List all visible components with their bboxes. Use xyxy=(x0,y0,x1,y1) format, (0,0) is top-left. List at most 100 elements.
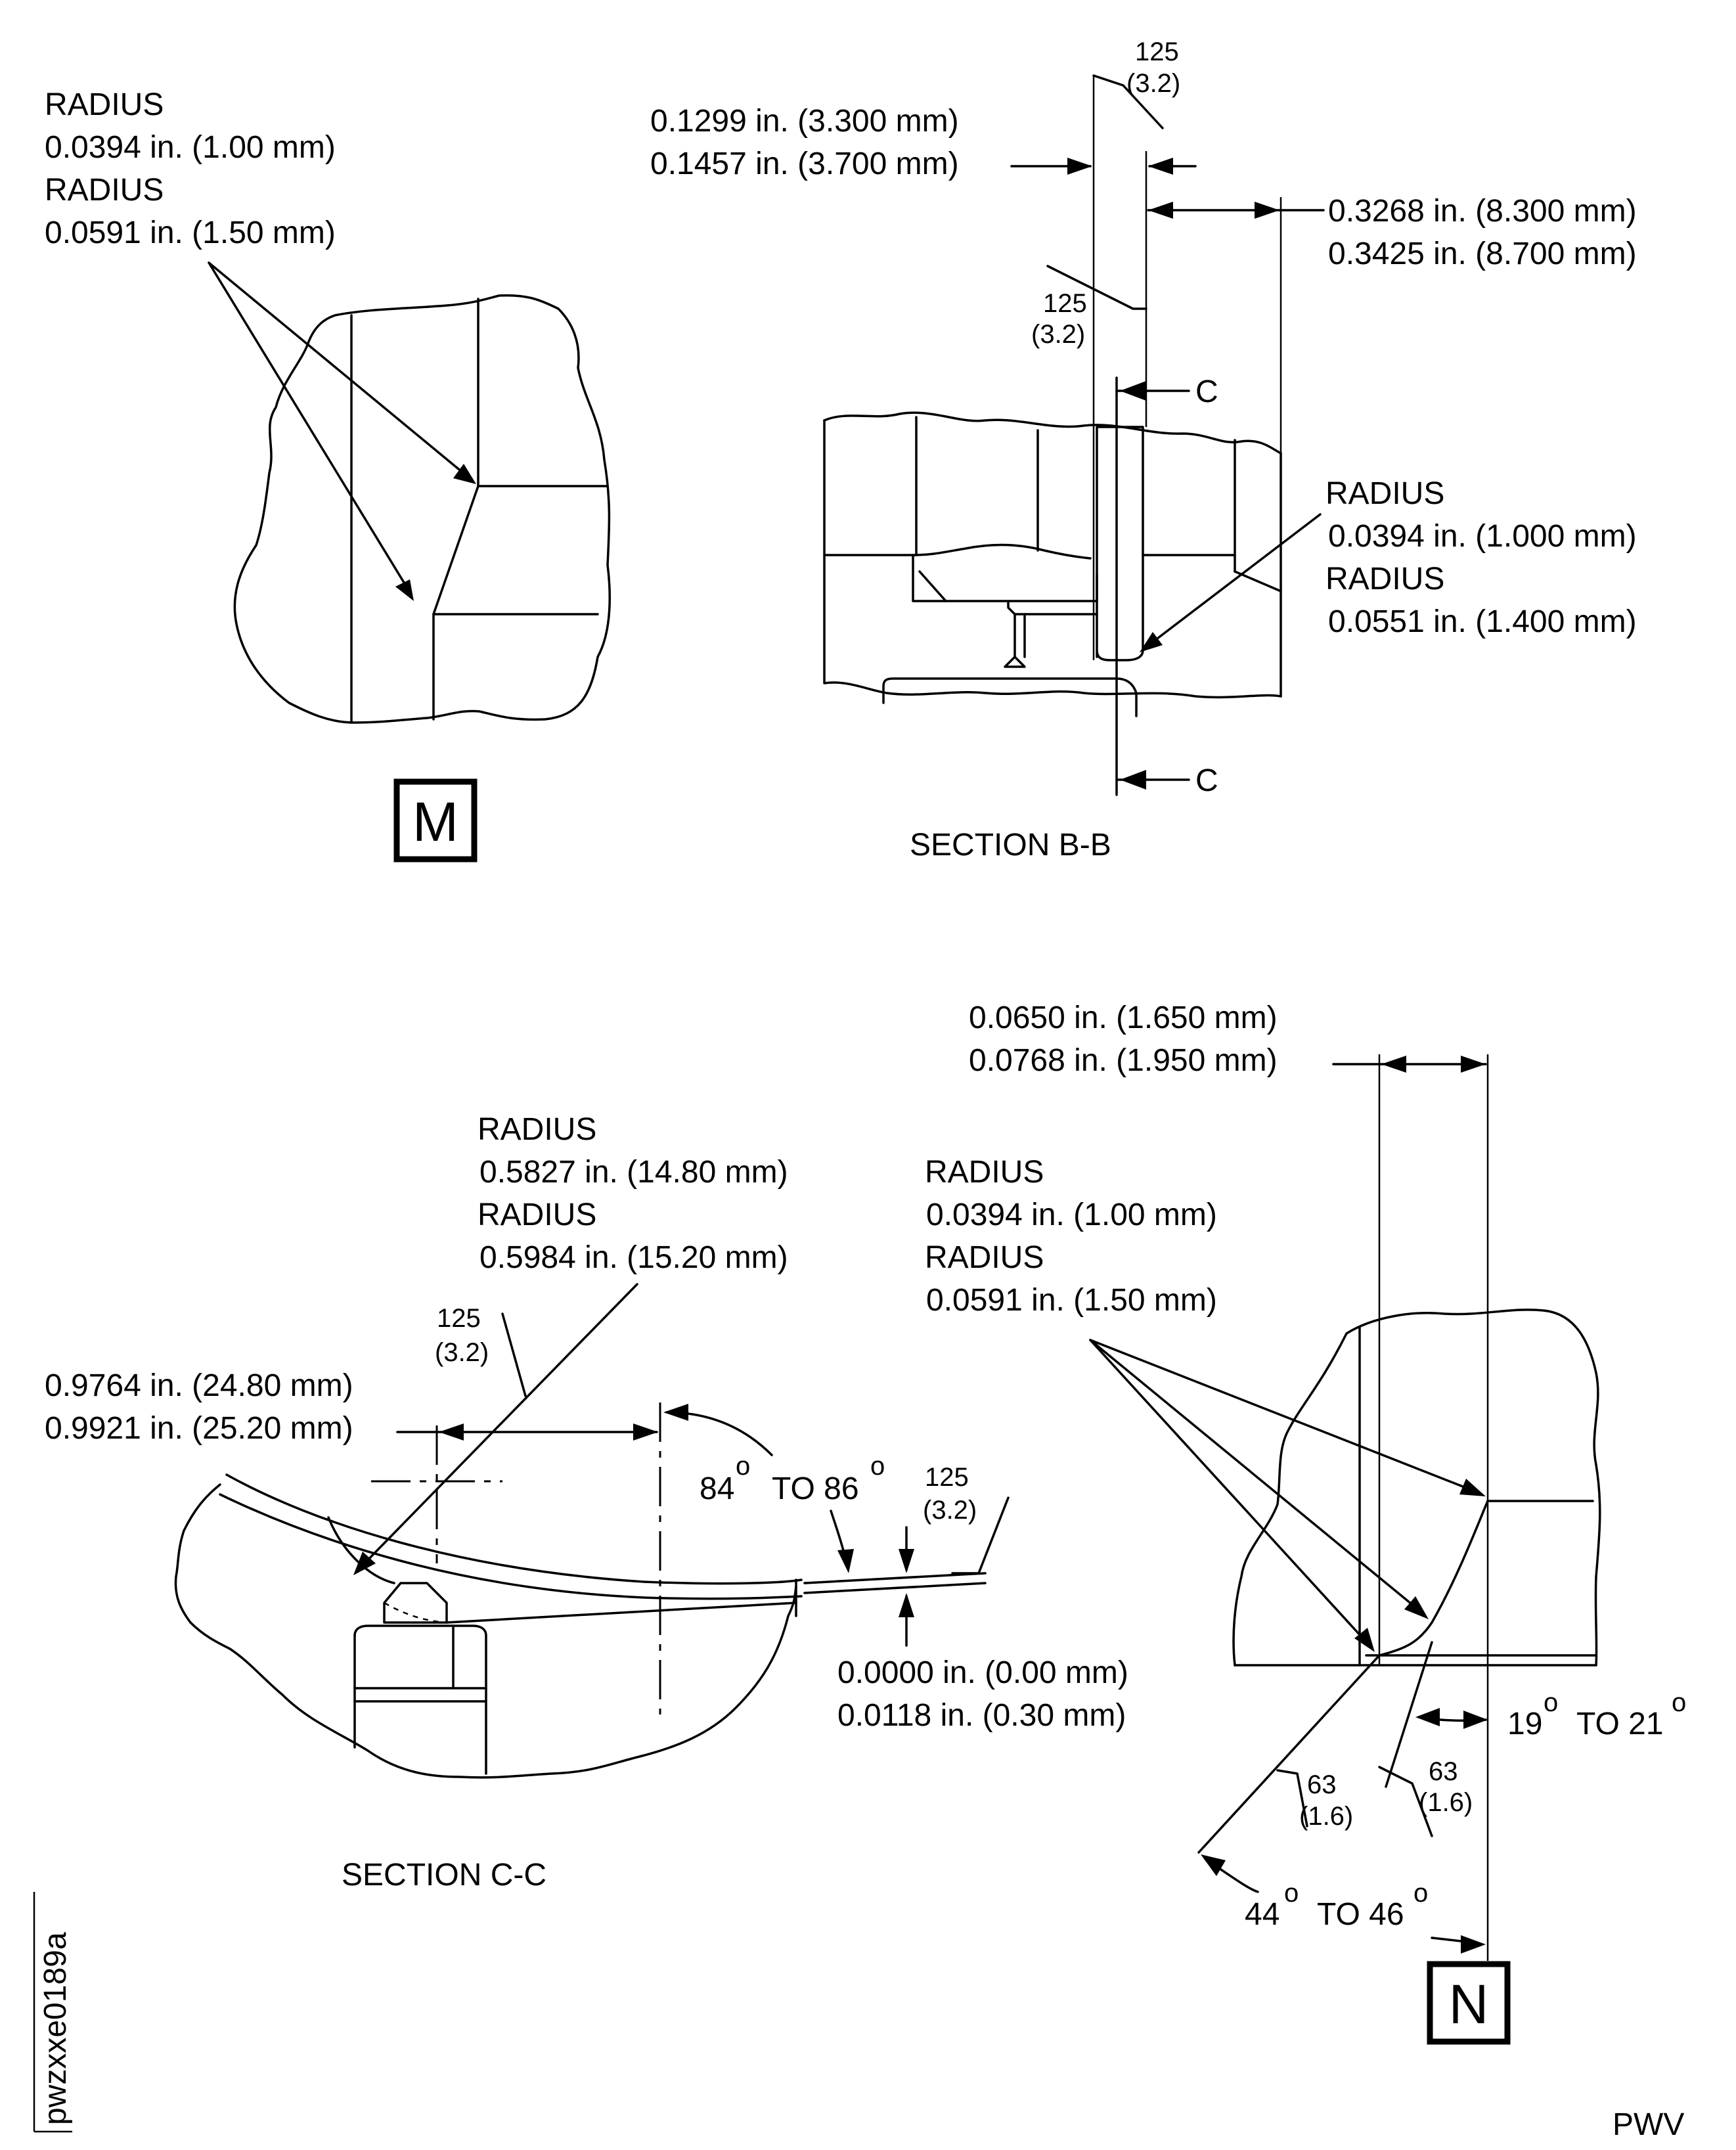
section-cc-finish-left-symbol xyxy=(501,1312,527,1397)
section-cc-lower-arc xyxy=(219,1493,803,1600)
section-cc-dashed-arc xyxy=(384,1601,447,1624)
section-bb-width-dim-2: 0.1457 in. (3.700 mm) xyxy=(650,146,959,181)
view-n-width-arrow-a xyxy=(1381,1056,1406,1073)
section-bb-lower-land xyxy=(882,677,1138,717)
view-m-chamfer xyxy=(432,485,479,616)
view-m-letter-box xyxy=(393,778,478,862)
view-n-angle-large-arrow-b xyxy=(1461,1935,1486,1954)
section-bb-web xyxy=(1004,600,1026,668)
view-n-finish-a-mm: (1.6) xyxy=(1299,1802,1353,1831)
section-bb-outline xyxy=(823,419,1282,699)
section-cc-angle-degree-2: o xyxy=(870,1452,885,1481)
section-cc-offset-dim-1: 0.9764 in. (24.80 mm) xyxy=(45,1368,353,1403)
view-n-letter: N xyxy=(1449,1973,1489,2035)
view-n-finish-b-value: 63 xyxy=(1429,1757,1458,1786)
section-bb-finish-mid-symbol xyxy=(1046,265,1147,310)
corner-code: PWV xyxy=(1613,2107,1684,2142)
section-bb-depth-dim-2: 0.3425 in. (8.700 mm) xyxy=(1328,236,1637,271)
view-n-letter-box xyxy=(1427,1961,1511,2045)
section-cc-radius-label-2: RADIUS xyxy=(478,1198,596,1232)
view-m-letter: M xyxy=(412,791,458,853)
section-cc-finish-right-symbol xyxy=(951,1496,1010,1575)
section-cc-upper-arc xyxy=(225,1473,803,1585)
figure-id: pwzxxe0189a xyxy=(38,1932,73,2125)
view-n-radius-leader-2 xyxy=(1089,1339,1423,1614)
section-bb-finish-top-mm: (3.2) xyxy=(1126,69,1180,98)
section-bb-finish-top-value: 125 xyxy=(1135,37,1179,66)
section-b-b: C C 0.1299 in. (3.300 mm) 0.1457 in. (3.… xyxy=(650,37,1637,862)
view-n-angle-small-to: TO 21 xyxy=(1576,1707,1664,1741)
section-cc-angle-arrow xyxy=(663,1404,688,1421)
section-cc-finish-right-value: 125 xyxy=(925,1463,969,1492)
view-n-radius-label-1: RADIUS xyxy=(925,1155,1044,1190)
view-n-angle-small-degree: o xyxy=(1544,1688,1558,1717)
section-cc-runout-top-arrow xyxy=(899,1549,914,1573)
section-cc-angle-leader-arrow xyxy=(837,1549,854,1573)
view-n-angle-large-degree-2: o xyxy=(1413,1879,1428,1908)
section-bb-width-arrow-b xyxy=(1148,158,1173,175)
view-n-break-outline xyxy=(1232,1309,1601,1667)
section-bb-radius-label-2: RADIUS xyxy=(1325,562,1444,596)
section-bb-radius-label-1: RADIUS xyxy=(1325,476,1444,511)
view-n-angle-small-arrow-a xyxy=(1415,1708,1440,1726)
section-cc-outline xyxy=(174,1483,797,1779)
section-cc-offset-dim-2: 0.9921 in. (25.20 mm) xyxy=(45,1411,353,1446)
section-cc-finish-left-mm: (3.2) xyxy=(435,1338,489,1367)
section-bb-cut-letter-top: C xyxy=(1195,374,1218,409)
view-n-radius-arrow-3 xyxy=(1354,1628,1375,1652)
view-n-finish-b-mm: (1.6) xyxy=(1419,1788,1473,1817)
view-m-radius-label-2: RADIUS xyxy=(45,173,164,208)
section-bb-finish-mid-mm: (3.2) xyxy=(1031,320,1085,349)
view-n-radius-label-2: RADIUS xyxy=(925,1240,1044,1275)
view-n-width-arrow-b xyxy=(1461,1056,1486,1073)
section-bb-radius-arrow xyxy=(1140,632,1163,652)
view-n-angle-small-degree-2: o xyxy=(1672,1688,1686,1717)
section-cc-nozzle-head xyxy=(383,1582,448,1624)
section-c-c: 0.9764 in. (24.80 mm) 0.9921 in. (25.20 … xyxy=(45,1112,1128,1892)
section-bb-title: SECTION B-B xyxy=(910,828,1111,862)
view-n-chamfer xyxy=(1378,1500,1489,1657)
view-n-width-dim-2: 0.0768 in. (1.950 mm) xyxy=(969,1043,1278,1078)
section-bb-depth-arrow-b xyxy=(1255,202,1280,219)
section-bb-chamfer xyxy=(918,570,947,602)
section-bb-groove xyxy=(1096,426,1144,661)
section-bb-cut-arrow-top-head xyxy=(1120,381,1146,401)
section-cc-runout-dim-1: 0.0000 in. (0.00 mm) xyxy=(837,1655,1128,1690)
section-cc-radius-value-2: 0.5984 in. (15.20 mm) xyxy=(479,1240,788,1275)
section-bb-cut-arrow-bot-head xyxy=(1120,770,1146,790)
view-n-finish-b-symbol xyxy=(1378,1766,1433,1837)
view-n-radius-leader-1 xyxy=(1089,1339,1479,1494)
section-bb-width-dim-1: 0.1299 in. (3.300 mm) xyxy=(650,104,959,139)
view-n-angle-large-to: TO 46 xyxy=(1317,1897,1404,1932)
section-cc-radius-arrow xyxy=(353,1552,376,1575)
section-cc-flat-top xyxy=(803,1572,987,1584)
section-cc-radius-label-1: RADIUS xyxy=(478,1112,596,1147)
view-m-leader-2 xyxy=(208,261,409,589)
section-bb-depth-arrow-a xyxy=(1148,202,1173,219)
section-cc-title: SECTION C-C xyxy=(342,1858,546,1892)
view-m-leader-arrow-1 xyxy=(453,464,476,484)
view-n-width-dim-1: 0.0650 in. (1.650 mm) xyxy=(969,1000,1278,1035)
section-bb-depth-dim-1: 0.3268 in. (8.300 mm) xyxy=(1328,194,1637,229)
section-cc-bevel xyxy=(445,1601,797,1624)
section-bb-radius-value-1: 0.0394 in. (1.000 mm) xyxy=(1328,519,1637,554)
section-cc-radius-leader xyxy=(360,1283,638,1568)
section-cc-radius-value-1: 0.5827 in. (14.80 mm) xyxy=(479,1155,788,1190)
view-n-radius-value-1: 0.0394 in. (1.00 mm) xyxy=(926,1198,1217,1232)
section-bb-radius-leader xyxy=(1145,513,1322,648)
section-cc-finish-left-value: 125 xyxy=(437,1304,481,1333)
view-n-face-44 xyxy=(1197,1654,1381,1854)
view-m: RADIUS 0.0394 in. (1.00 mm) RADIUS 0.059… xyxy=(45,87,611,862)
view-n-finish-a-value: 63 xyxy=(1307,1770,1337,1799)
section-cc-flat-bottom xyxy=(803,1582,987,1594)
section-bb-cut-letter-bottom: C xyxy=(1195,763,1218,798)
view-n-finish-a-symbol xyxy=(1276,1769,1308,1827)
section-cc-offset-arrow-b xyxy=(633,1423,658,1441)
view-n-angle-large-from: 44 xyxy=(1245,1897,1280,1932)
section-bb-top-break xyxy=(823,411,1282,455)
section-bb-finish-mid-value: 125 xyxy=(1043,289,1087,318)
section-bb-bore-step xyxy=(912,543,1092,560)
section-bb-width-arrow-a xyxy=(1067,158,1092,175)
view-m-radius-value-1: 0.0394 in. (1.00 mm) xyxy=(45,130,336,165)
